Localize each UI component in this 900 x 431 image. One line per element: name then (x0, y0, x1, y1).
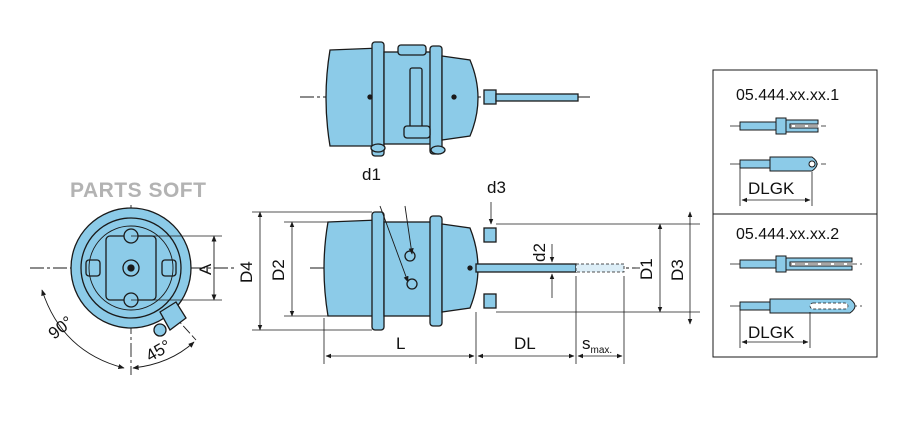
label-d1: d1 (362, 165, 381, 184)
variant-2-sketch (730, 255, 862, 348)
label-D1: D1 (637, 258, 656, 280)
label-A: A (196, 263, 215, 275)
variant-2-dlgk: DLGK (748, 323, 795, 342)
label-d3: d3 (487, 178, 506, 197)
watermark: PARTS SOFT (70, 179, 206, 202)
variant-box (712, 69, 878, 358)
variant-1-dlgk: DLGK (748, 179, 795, 198)
label-s-subscript: max. (591, 345, 613, 356)
dimension-lines (252, 202, 700, 364)
end-view (30, 205, 236, 375)
top-view (300, 41, 590, 157)
label-angle-90: 90° (45, 312, 77, 343)
variant-1-code: 05.444.xx.xx.1 (736, 87, 839, 104)
label-s: s (582, 334, 591, 353)
label-d2: d2 (530, 243, 549, 262)
label-DL: DL (514, 334, 536, 353)
side-view (310, 205, 640, 331)
label-L: L (396, 334, 405, 353)
variant-2-code: 05.444.xx.xx.2 (736, 226, 839, 243)
variant-1-sketch (730, 117, 826, 206)
label-D3: D3 (668, 259, 687, 281)
label-s-max: smax. (582, 334, 612, 356)
label-angle-45: 45° (143, 336, 175, 365)
label-D4: D4 (237, 261, 256, 283)
label-D2: D2 (269, 259, 288, 281)
